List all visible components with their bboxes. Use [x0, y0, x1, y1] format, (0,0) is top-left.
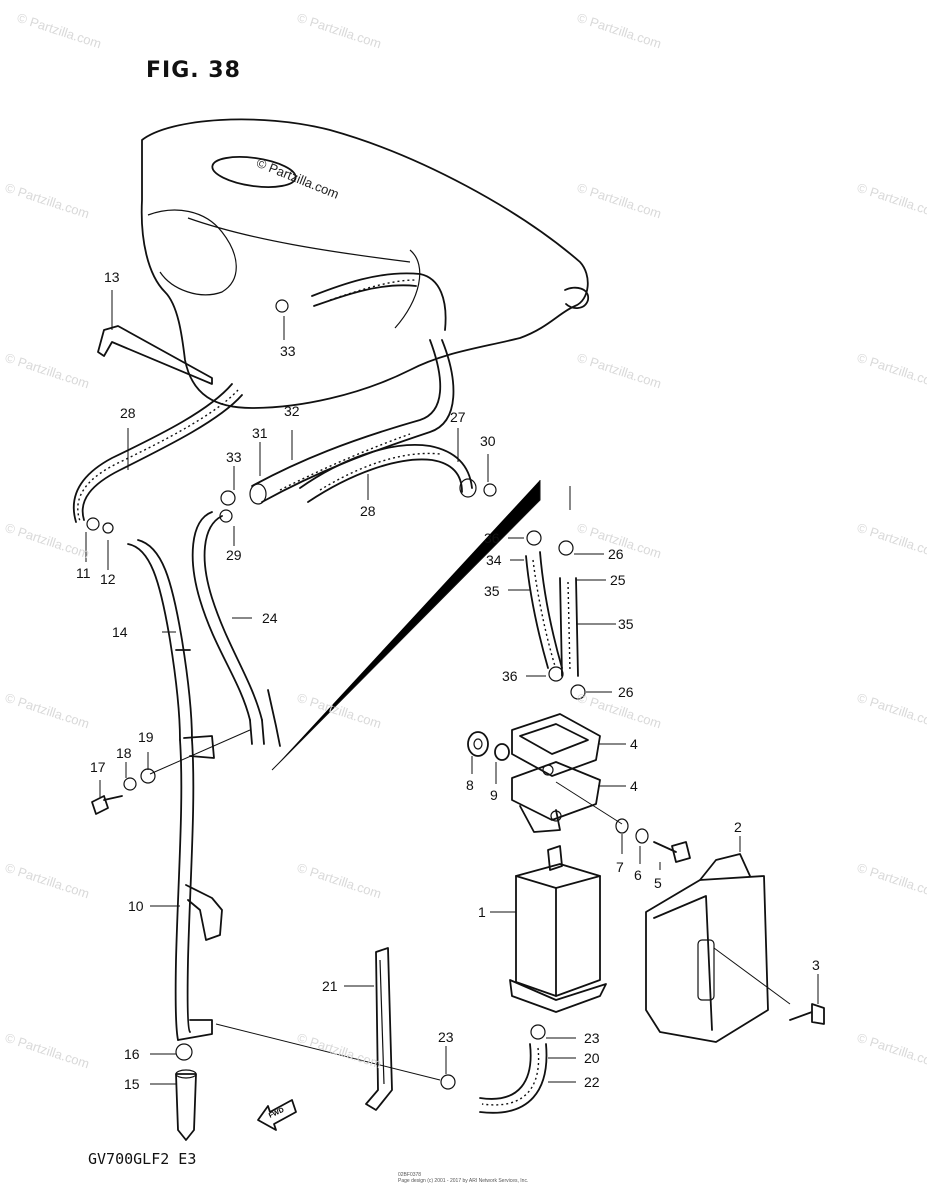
callout-26-bottom: 26	[618, 684, 634, 700]
part-4-bracket	[511, 713, 601, 833]
fuel-tank	[140, 118, 589, 409]
callout-30: 30	[480, 433, 496, 449]
part-3-screw	[789, 1003, 825, 1025]
callout-3: 3	[812, 957, 820, 973]
callout-6: 6	[634, 867, 642, 883]
callout-20: 20	[584, 1050, 600, 1066]
tank-hoses	[249, 272, 477, 505]
callout-13: 13	[104, 269, 120, 285]
callout-17: 17	[90, 759, 106, 775]
fwd-label: FWD	[268, 1107, 285, 1120]
part-22-elbow-hose	[479, 1043, 548, 1114]
part-2-cover	[645, 853, 769, 1043]
part-14-tube	[127, 539, 193, 741]
part-24-tubes	[191, 511, 281, 747]
callout-18: 18	[116, 745, 132, 761]
callout-21: 21	[322, 978, 338, 994]
callout-33-mid: 33	[226, 449, 242, 465]
footnote: 02BF0378 Page design (c) 2001 - 2017 by …	[398, 1172, 528, 1184]
callout-31: 31	[252, 425, 268, 441]
callout-14: 14	[112, 624, 128, 640]
guide-lines	[149, 480, 791, 1081]
callout-35-right: 35	[618, 616, 634, 632]
callout-35-left: 35	[484, 583, 500, 599]
callout-7: 7	[616, 859, 624, 875]
callout-11: 11	[76, 565, 91, 581]
callout-9: 9	[490, 787, 498, 803]
part-35-hoses	[525, 551, 579, 677]
callout-16: 16	[124, 1046, 140, 1062]
callout-10: 10	[128, 898, 144, 914]
washers-8-9	[467, 731, 510, 761]
callout-27: 27	[450, 409, 466, 425]
figure-title: FIG. 38	[146, 58, 241, 83]
callout-19: 19	[138, 729, 154, 745]
callout-24: 24	[262, 610, 278, 626]
fwd-arrow: FWD	[257, 1099, 297, 1131]
callout-23-left: 23	[438, 1029, 454, 1045]
part-13-bracket	[97, 325, 213, 385]
callout-28-mid: 28	[360, 503, 376, 519]
part-28-hose-left	[72, 383, 243, 534]
callout-8: 8	[466, 777, 474, 793]
model-code: GV700GLF2 E3	[88, 1150, 197, 1168]
callout-28-left: 28	[120, 405, 136, 421]
callout-5: 5	[654, 875, 662, 891]
clamps	[175, 299, 586, 1090]
callout-29: 29	[226, 547, 242, 563]
callout-4-bottom: 4	[630, 778, 638, 794]
callout-1: 1	[478, 904, 486, 920]
callout-26-top: 26	[608, 546, 624, 562]
part-21-strap	[365, 947, 393, 1111]
callout-23-right: 23	[584, 1030, 600, 1046]
callout-15: 15	[124, 1076, 140, 1092]
leader-lines	[85, 290, 819, 1085]
callout-labels: 13 33 28 31 32 27 30 33 28 29 11 12 36 2…	[76, 269, 820, 1092]
callout-33-top: 33	[280, 343, 296, 359]
part-15-cap	[175, 1069, 197, 1141]
footnote-copyright: Page design (c) 2001 - 2017 by ARI Netwo…	[398, 1178, 529, 1184]
callout-36-bottom: 36	[502, 668, 518, 684]
part-10-pipe	[174, 735, 223, 1041]
callout-12: 12	[100, 571, 116, 587]
footnote-code: 02BF0378	[398, 1172, 422, 1178]
callout-36-top: 36	[484, 530, 500, 546]
callout-2: 2	[734, 819, 742, 835]
bolt-17-washers	[91, 768, 156, 815]
callout-32: 32	[284, 403, 300, 419]
callout-34: 34	[486, 552, 502, 568]
bolt-5-washers	[615, 818, 691, 863]
callout-22: 22	[584, 1074, 600, 1090]
callout-4-top: 4	[630, 736, 638, 752]
callout-25: 25	[610, 572, 626, 588]
part-1-canister	[509, 845, 607, 1013]
